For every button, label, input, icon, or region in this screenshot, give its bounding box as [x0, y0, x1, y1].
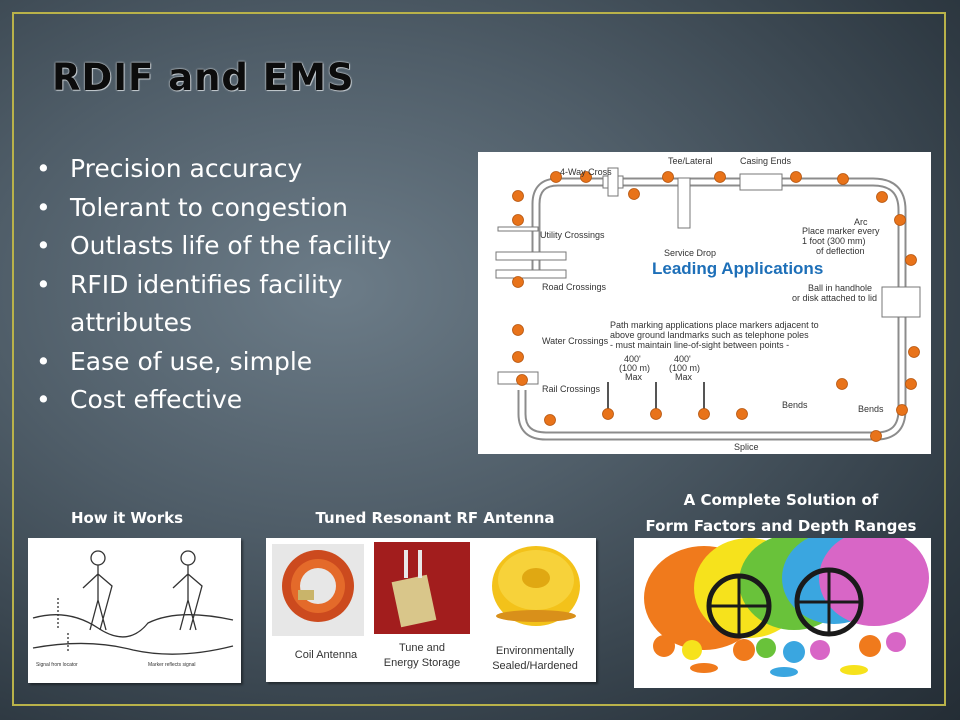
svg-text:(100 m): (100 m) — [669, 363, 700, 373]
label-utility: Utility Crossings — [540, 230, 605, 240]
bullet-dot: • — [36, 269, 51, 299]
label-place-2: 1 foot (300 mm) — [802, 236, 866, 246]
label-dist-b: 400' — [674, 354, 691, 364]
label-ball-1: Ball in handhole — [808, 283, 872, 293]
pipeline-diagram: 4-Way Cross Tee/Lateral Casing Ends Util… — [495, 156, 921, 452]
bullet-item: •Tolerant to congestion — [36, 189, 456, 228]
caption-complete-1: A Complete Solution of — [683, 491, 879, 509]
label-tune-1: Tune and — [398, 642, 446, 654]
label-path-1: Path marking applications place markers … — [610, 320, 819, 330]
caption-how-it-works: How it Works — [70, 509, 184, 527]
label-road: Road Crossings — [542, 282, 607, 292]
label-bends-1: Bends — [782, 400, 808, 410]
label-env-2: Sealed/Hardened — [492, 660, 578, 672]
label-path-2: above ground landmarks such as telephone… — [610, 330, 809, 340]
label-four-way: 4-Way Cross — [560, 167, 612, 177]
label-casing: Casing Ends — [740, 156, 792, 166]
label-ball-2: or disk attached to lid — [792, 293, 877, 303]
bullet-item: •Cost effective — [36, 381, 456, 420]
bullet-item: •RFID identifies facility attributes — [36, 266, 456, 343]
slide-frame — [12, 12, 946, 706]
bullet-list: •Precision accuracy •Tolerant to congest… — [36, 150, 456, 420]
leading-applications-label: Leading Applications — [652, 259, 823, 278]
label-splice: Splice — [734, 442, 759, 452]
bullet-item: •Ease of use, simple — [36, 343, 456, 382]
bullet-dot: • — [36, 154, 51, 183]
label-path-3: - must maintain line-of-sight between po… — [610, 340, 789, 350]
bullet-item: •Precision accuracy — [36, 150, 456, 189]
label-coil-antenna: Coil Antenna — [294, 649, 358, 661]
label-water: Water Crossings — [542, 336, 609, 346]
products-photo — [634, 530, 931, 688]
label-rail: Rail Crossings — [542, 384, 601, 394]
label-dist-a: 400' — [624, 354, 641, 364]
bullet-dot: • — [36, 192, 51, 222]
antenna-panel: Coil Antenna Tune and Energy Storage Env… — [266, 538, 596, 682]
label-place-1: Place marker every — [802, 226, 880, 236]
label-bends-2: Bends — [858, 404, 884, 414]
how-it-works-illustration: Signal from locator Marker reflects signa… — [28, 538, 241, 683]
label-place-3: of deflection — [816, 246, 865, 256]
label-tee: Tee/Lateral — [668, 156, 713, 166]
slide-title: RDIF and EMS — [52, 56, 355, 99]
svg-text:Max: Max — [625, 372, 643, 382]
applications-diagram: 4-Way Cross Tee/Lateral Casing Ends Util… — [478, 152, 931, 454]
label-arc: Arc — [854, 217, 868, 227]
svg-text:(100 m): (100 m) — [619, 363, 650, 373]
svg-text:Signal from locator: Signal from locator — [36, 662, 78, 668]
bullet-dot: • — [36, 385, 51, 414]
bullet-dot: • — [36, 231, 51, 260]
label-tune-2: Energy Storage — [383, 657, 461, 669]
label-env-1: Environmentally — [495, 645, 575, 657]
svg-text:Marker reflects signal: Marker reflects signal — [148, 662, 196, 668]
caption-antenna: Tuned Resonant RF Antenna — [315, 509, 555, 527]
bullet-item: •Outlasts life of the facility — [36, 227, 456, 266]
label-service: Service Drop — [664, 248, 716, 258]
svg-text:Max: Max — [675, 372, 693, 382]
bullet-dot: • — [36, 346, 51, 376]
caption-complete-2: Form Factors and Depth Ranges — [645, 517, 917, 535]
